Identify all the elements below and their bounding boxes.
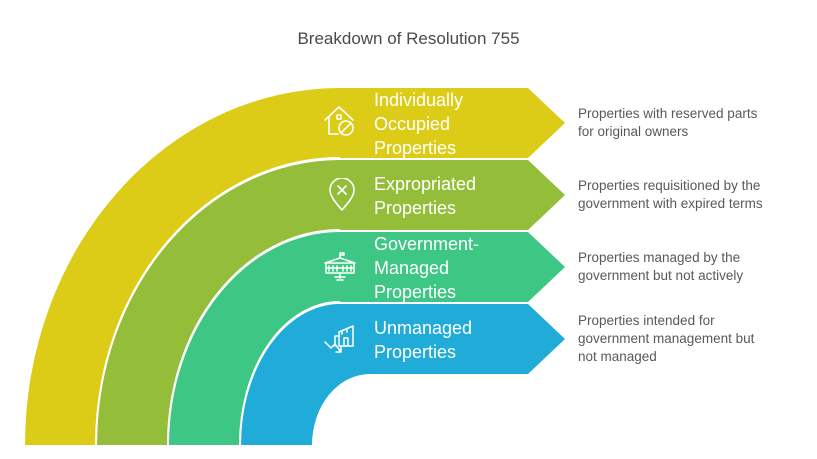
band-unmanaged xyxy=(241,304,565,445)
layer-label-expropriated: Expropriated Properties xyxy=(374,174,477,218)
house-prohibited-icon xyxy=(324,106,354,136)
band-individually-occupied xyxy=(25,88,565,445)
diagram-title: Breakdown of Resolution 755 xyxy=(297,29,520,48)
band-expropriated xyxy=(97,160,565,445)
layer-label-individually-occupied: Individually Occupied Properties xyxy=(374,90,464,158)
layer-description-unmanaged: Properties intended for government manag… xyxy=(578,313,755,364)
layer-description-expropriated: Properties requisitioned by the governme… xyxy=(578,178,763,211)
location-pin-x-icon xyxy=(329,178,355,211)
layer-label-government-managed: Government- Managed Properties xyxy=(374,234,480,302)
band-government-managed xyxy=(169,232,565,445)
buildings-decline-icon xyxy=(324,325,354,353)
layer-label-unmanaged: Unmanaged Properties xyxy=(374,318,473,362)
layer-description-individually-occupied: Properties with reserved parts for origi… xyxy=(578,106,758,139)
government-building-icon xyxy=(324,252,356,281)
layer-description-government-managed: Properties managed by the government but… xyxy=(578,250,744,283)
